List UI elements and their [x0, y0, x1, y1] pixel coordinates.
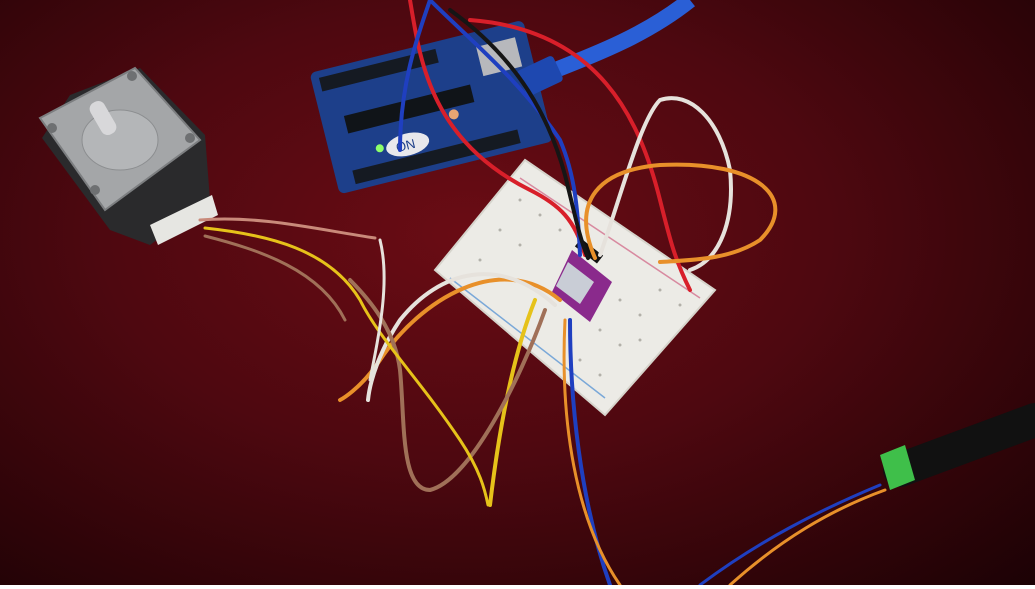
arduino-logo [386, 132, 430, 157]
dc-jack-terminal [880, 445, 915, 490]
stepper-motor [38, 66, 218, 245]
heatsink [556, 262, 594, 304]
motor-shaft [89, 100, 117, 136]
bottom-border [0, 585, 1035, 589]
motor-connector [150, 195, 218, 245]
arduino-board: ON [310, 21, 552, 194]
dc-barrel-jack [880, 403, 1035, 490]
wires [198, 0, 887, 585]
